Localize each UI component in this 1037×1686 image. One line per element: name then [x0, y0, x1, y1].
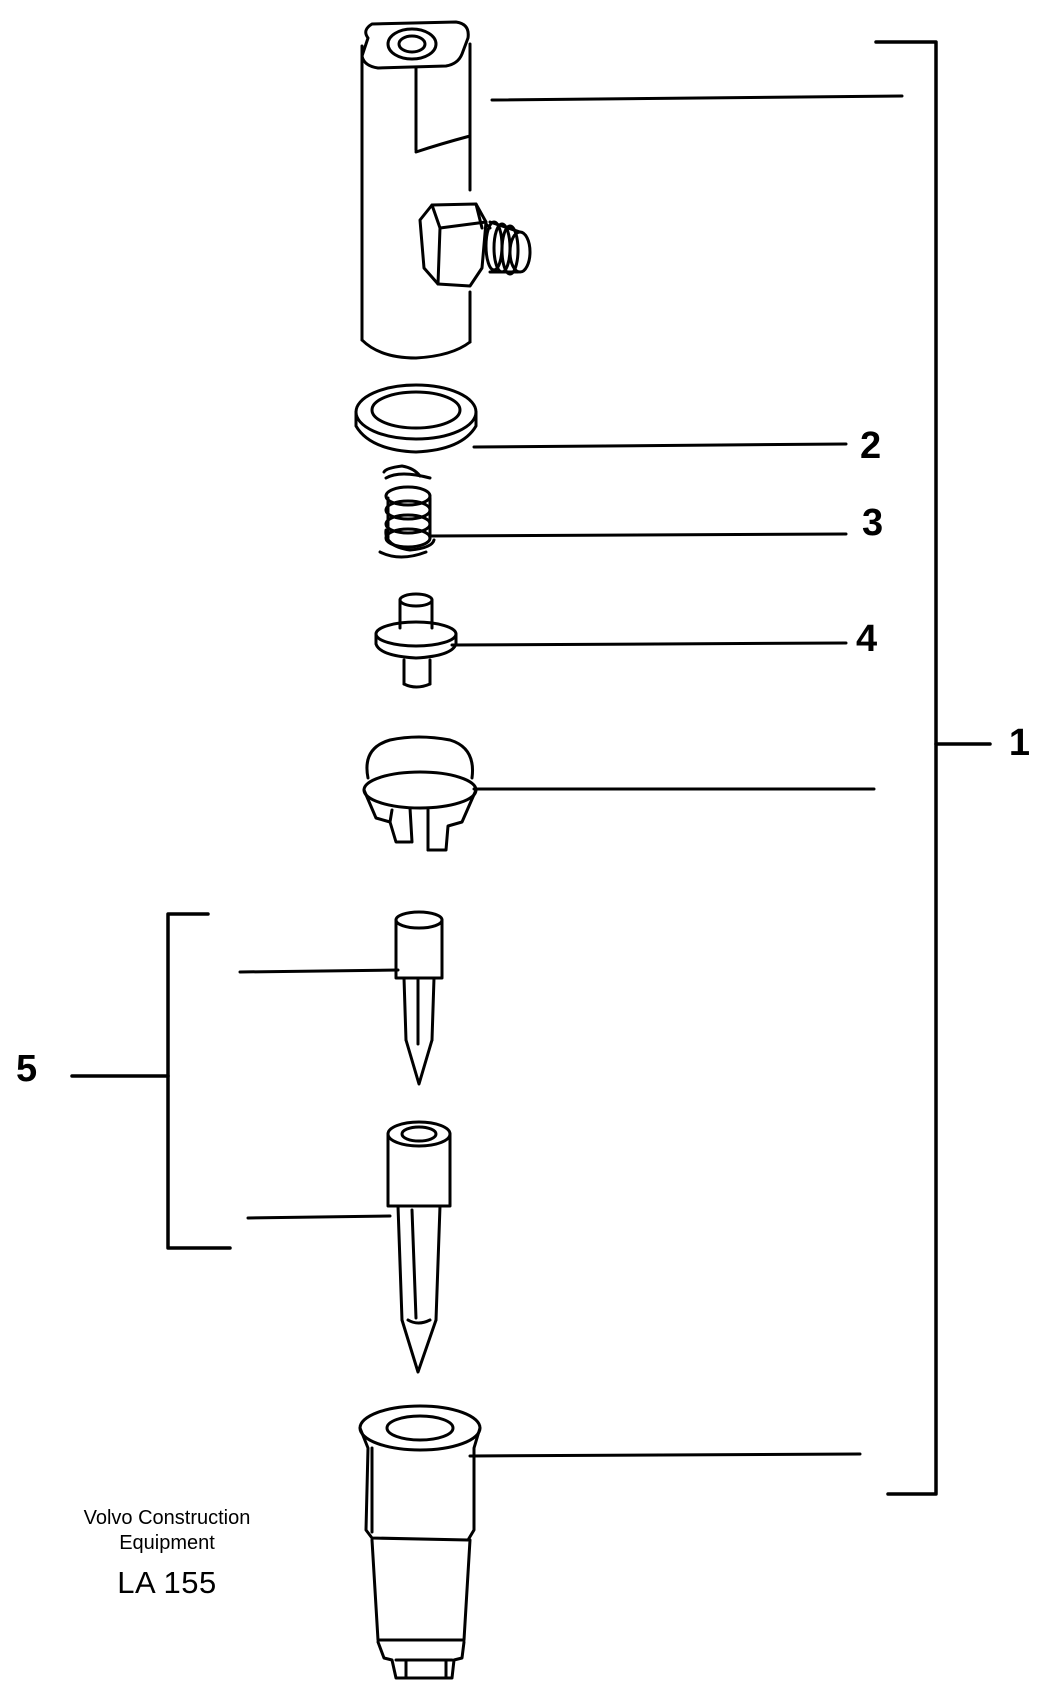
leader-pin-4 [450, 641, 848, 647]
leader-washer-2 [472, 442, 848, 449]
company-name-line1: Volvo Construction [83, 1507, 251, 1529]
leader-needle-5 [238, 968, 400, 974]
callout-2: 2 [860, 425, 882, 467]
spring-part-3 [378, 464, 436, 559]
nozzle-cap [362, 735, 478, 852]
leader-holder-body [490, 94, 904, 102]
publisher-credit: Volvo Construction Equipment LA 155 [40, 1506, 294, 1603]
callout-3: 3 [862, 502, 884, 544]
needle-part-5-upper [394, 910, 444, 1086]
callout-1: 1 [1008, 722, 1030, 764]
company-name-line2: Equipment [119, 1532, 215, 1554]
washer-part-2 [354, 383, 478, 454]
callout-5: 5 [16, 1048, 38, 1090]
valve-pin-part-4 [374, 592, 458, 689]
nozzle-part-5-lower [386, 1120, 452, 1374]
bracket-item-5 [70, 912, 232, 1250]
leader-lines [238, 94, 904, 1458]
injector-holder-body [360, 20, 532, 360]
figure-code: LA 155 [117, 1565, 217, 1600]
leader-nozzle-5 [246, 1214, 392, 1220]
leader-nut [468, 1452, 862, 1458]
callout-4: 4 [856, 618, 878, 660]
bracket-item-1 [874, 40, 992, 1496]
leader-spring-3 [428, 532, 848, 538]
nozzle-holder-nut [358, 1404, 482, 1680]
